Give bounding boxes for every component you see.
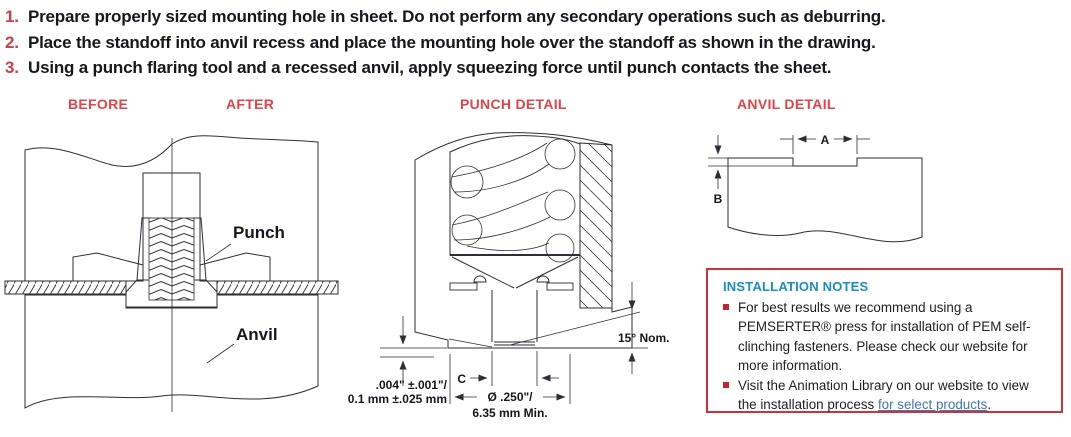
anvil-detail-heading: ANVIL DETAIL — [737, 96, 836, 112]
punch-detail-heading: PUNCH DETAIL — [460, 96, 567, 112]
dim-height-mm: 0.1 mm ±.025 mm — [348, 392, 447, 406]
dim-diameter-mm: 6.35 mm Min. — [472, 406, 547, 420]
step-text: Place the standoff into anvil recess and… — [28, 32, 876, 52]
step-number: 1. — [5, 7, 19, 26]
note-item: For best results we recommend using a PE… — [723, 298, 1049, 376]
installation-notes-box: INSTALLATION NOTES For best results we r… — [706, 268, 1063, 413]
instruction-step-2: 2. Place the standoff into anvil recess … — [5, 30, 1067, 56]
instruction-step-3: 3. Using a punch flaring tool and a rece… — [5, 55, 1067, 81]
installation-notes-list: For best results we recommend using a PE… — [723, 298, 1049, 414]
punch-detail-diagram: .004" ±.001"/ 0.1 mm ±.025 mm C Ø .250"/… — [348, 132, 669, 420]
step-number: 3. — [5, 58, 19, 77]
bullet-square-icon — [723, 304, 729, 310]
punch-label: Punch — [233, 223, 285, 242]
note-item: Visit the Animation Library on our websi… — [723, 376, 1049, 415]
dim-diameter-in: Ø .250"/ — [487, 390, 533, 404]
after-heading: AFTER — [226, 96, 275, 112]
before-heading: BEFORE — [68, 96, 129, 112]
note-text-segment: . — [987, 397, 992, 413]
dim-a: A — [821, 133, 830, 147]
bullet-square-icon — [723, 381, 729, 388]
dim-b: B — [714, 192, 723, 206]
step-text: Prepare properly sized mounting hole in … — [28, 7, 886, 26]
instruction-list: 1. Prepare properly sized mounting hole … — [5, 4, 1067, 81]
note-text: Visit the Animation Library on our websi… — [738, 376, 1049, 415]
select-products-link[interactable]: for select products — [877, 397, 988, 413]
dim-height-in: .004" ±.001"/ — [376, 378, 448, 392]
dim-angle: 15° Nom. — [618, 331, 669, 345]
note-text-segment: Visit the Animation Library on our websi… — [738, 377, 1029, 413]
step-number: 2. — [5, 32, 19, 52]
step-text: Using a punch flaring tool and a recesse… — [28, 58, 832, 77]
dim-c: C — [457, 372, 466, 386]
installation-notes-title: INSTALLATION NOTES — [723, 279, 869, 294]
note-text: For best results we recommend using a PE… — [738, 300, 1031, 374]
instruction-step-1: 1. Prepare properly sized mounting hole … — [5, 4, 1067, 30]
before-after-diagram: Punch Anvil — [4, 135, 339, 412]
anvil-detail-diagram: A B — [708, 133, 923, 243]
anvil-label: Anvil — [236, 325, 278, 344]
